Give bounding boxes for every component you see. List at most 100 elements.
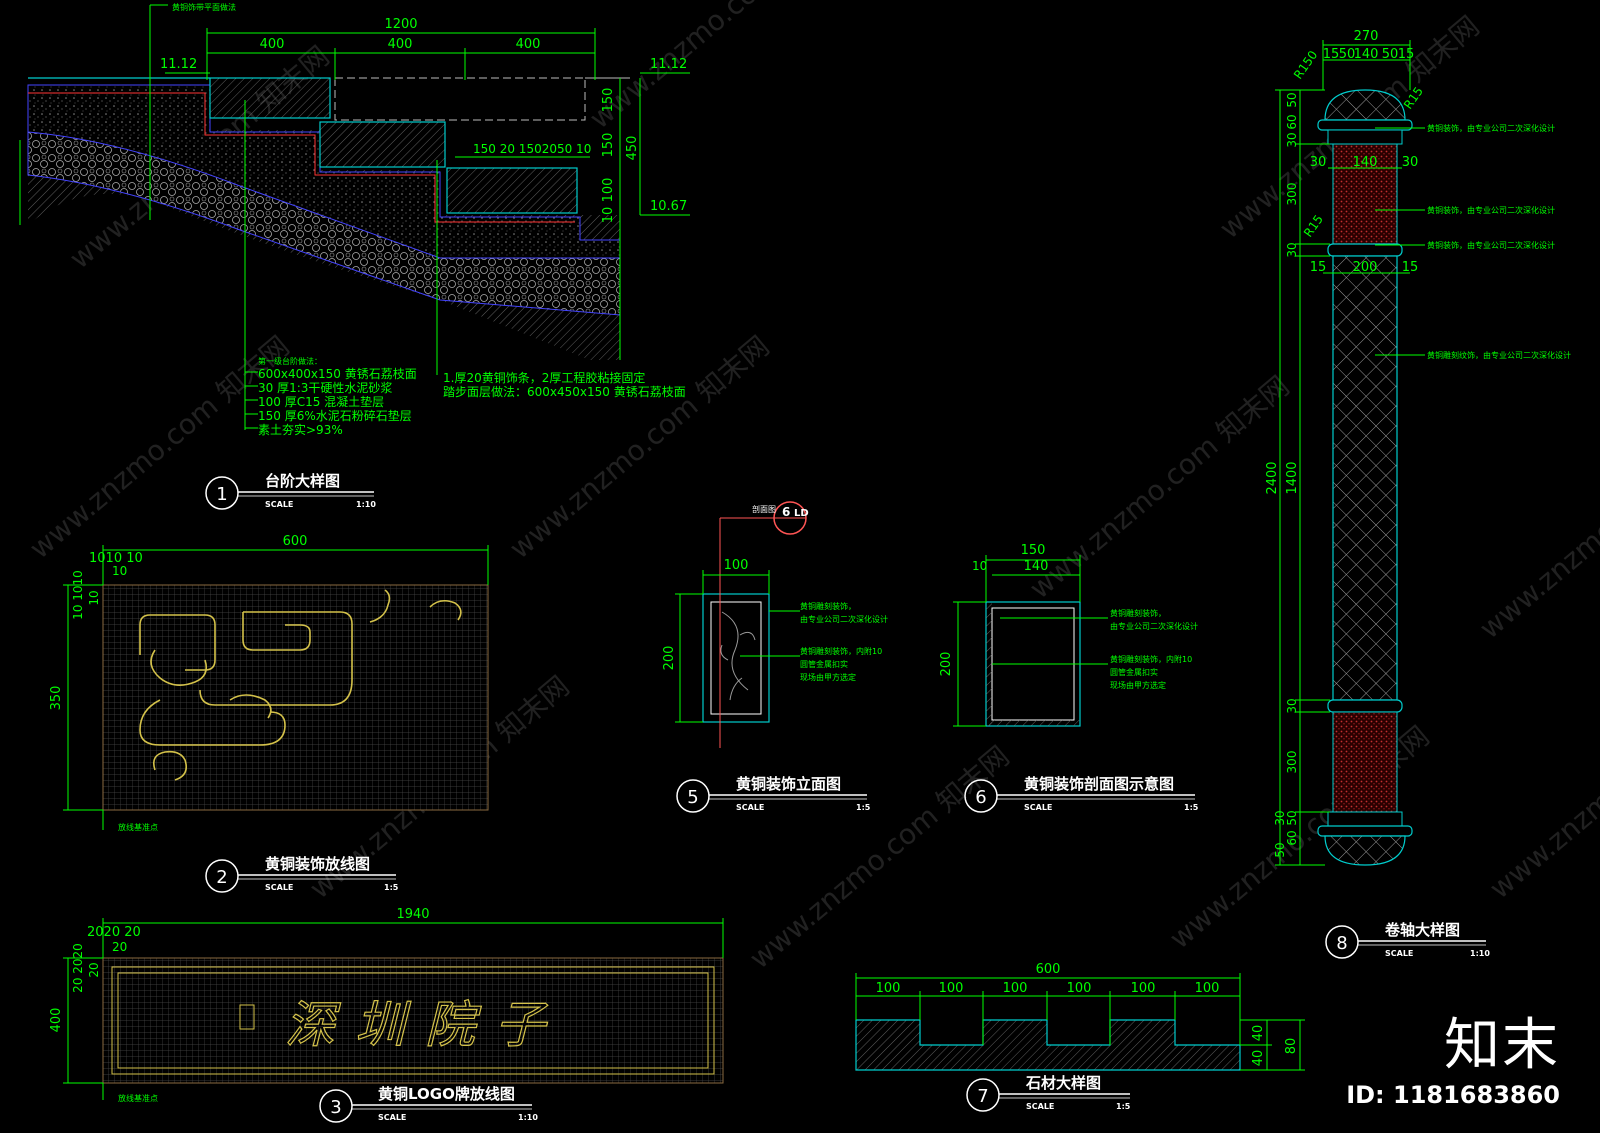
title-1-number: 1 <box>216 484 227 505</box>
title-2-scale: 1:5 <box>384 883 399 892</box>
deco-height: 350 <box>49 686 64 711</box>
brass-elevation-detail <box>675 501 807 748</box>
deco-sub-left: 10 1010 <box>71 570 85 620</box>
logo-sub-left2: 20 <box>87 962 101 977</box>
scroll-h-10: 30 <box>1273 810 1287 825</box>
title-1-scale: 1:10 <box>356 500 376 509</box>
stone-h-1: 40 <box>1251 1050 1266 1067</box>
scroll-note-3: 黄铜雕刻纹饰，由专业公司二次深化设计 <box>1427 350 1571 360</box>
sec6-width: 150 <box>1021 543 1046 558</box>
stair-dim-r4: 100 <box>601 178 616 203</box>
scroll-bottom-cap <box>1324 835 1406 866</box>
stone-h-0: 40 <box>1251 1025 1266 1042</box>
elev5-width: 100 <box>724 558 749 573</box>
scroll-note-1: 黄铜装饰，由专业公司二次深化设计 <box>1427 205 1555 215</box>
elev5-note-4: 现场由甲方选定 <box>800 672 856 682</box>
title-2-scale-label: SCALE <box>265 883 293 892</box>
sec6-height: 200 <box>939 652 954 677</box>
stair-note-5: 素土夯实>93% <box>258 422 343 437</box>
elev5-note-0: 黄铜雕刻装饰， <box>800 601 856 611</box>
title-block-6: 6 黄铜装饰剖面图示意图 SCALE 1:5 <box>964 775 1199 813</box>
scroll-h-6: 30 <box>1285 698 1299 713</box>
scroll-low-p2: 15 <box>1402 260 1419 275</box>
step-stone-1 <box>209 77 331 119</box>
deco-sub-left2: 10 <box>87 590 101 605</box>
mortar-line <box>28 92 575 223</box>
watermark-text: www.znzmo.com 知末网 <box>503 329 775 565</box>
step-dash-outline <box>334 77 586 121</box>
elev-right-top: 11.12 <box>650 57 687 72</box>
scroll-detail <box>1275 40 1425 866</box>
scroll-mid-p0: 30 <box>1310 155 1327 170</box>
stone-seg-0: 100 <box>876 981 901 996</box>
brand-badge: 知末 ID: 1181683860 <box>1346 1000 1560 1109</box>
brass-section-detail <box>953 555 1108 727</box>
scroll-h-8: 50 <box>1285 810 1299 825</box>
scroll-h-2: 60 <box>1285 114 1299 129</box>
elev5-note-3: 圆管金属扣实 <box>800 659 848 669</box>
stair-dim-r5: 10 <box>601 207 616 224</box>
scroll-h-5: 1400 <box>1285 461 1300 494</box>
logo-sub-top: 2020 20 <box>87 925 141 940</box>
stair-note-4: 150 厚6%水泥石粉碎石垫层 <box>258 408 412 423</box>
title-8-text: 卷轴大样图 <box>1384 921 1460 939</box>
logo-text: 深圳院子 <box>285 996 565 1054</box>
sec6-note-0: 黄铜雕刻装饰， <box>1110 608 1166 618</box>
title-2-text: 黄铜装饰放线图 <box>265 855 370 873</box>
elev5-section-sheet: LD <box>794 508 809 519</box>
title-8-number: 8 <box>1336 933 1347 954</box>
step-stone-2 <box>319 121 446 168</box>
scroll-note-2: 黄铜装饰，由专业公司二次深化设计 <box>1427 240 1555 250</box>
stone-h-2: 80 <box>1284 1038 1299 1055</box>
stone-profile <box>855 1019 1241 1071</box>
stone-seg-5: 100 <box>1195 981 1220 996</box>
stair-section-detail <box>19 4 690 430</box>
concrete-layer <box>27 84 621 259</box>
title-3-text: 黄铜LOGO牌放线图 <box>378 1085 515 1103</box>
stone-seg-2: 100 <box>1003 981 1028 996</box>
stair-labels: 1200 400 400 400 11.12 11.12 10.67 150 1… <box>160 2 687 437</box>
stair-dim-inner: 150 20 1502050 10 <box>473 142 591 156</box>
scroll-h-4: 30 <box>1285 242 1299 257</box>
scroll-top-p4: 15 <box>1398 47 1415 62</box>
scroll-h-9: 60 <box>1285 830 1299 845</box>
stair-dim-r2: 150 <box>601 133 616 158</box>
title-3-scale-label: SCALE <box>378 1113 406 1122</box>
scroll-low-p0: 15 <box>1310 260 1327 275</box>
title-6-number: 6 <box>975 787 986 808</box>
title-8-scale-label: SCALE <box>1385 949 1413 958</box>
brand-id: ID: 1181683860 <box>1346 1081 1560 1109</box>
elev-right-bottom: 10.67 <box>650 199 687 214</box>
title-block-5: 5 黄铜装饰立面图 SCALE 1:5 <box>676 775 871 813</box>
elev-left: 11.12 <box>160 57 197 72</box>
stair-dim-a: 400 <box>260 37 285 52</box>
scroll-total: 2400 <box>1265 461 1280 494</box>
scroll-low-p1: 200 <box>1353 260 1378 275</box>
scroll-mid-p1: 140 <box>1353 155 1378 170</box>
scroll-top-p1: 50 <box>1339 47 1356 62</box>
elev5-height: 200 <box>662 646 677 671</box>
scroll-upper-red <box>1332 143 1398 245</box>
scroll-top-width: 270 <box>1354 29 1379 44</box>
scroll-top-p0: 15 <box>1323 47 1340 62</box>
logo-labels: 深圳院子 1940 2020 20 20 400 20 2020 20 放线基准… <box>49 907 565 1103</box>
title-block-1: 1 台阶大样图 SCALE 1:10 <box>205 472 376 510</box>
cloud-pattern <box>139 589 462 781</box>
stair-dim-c: 400 <box>516 37 541 52</box>
stone-width: 600 <box>1036 962 1061 977</box>
stair-note-1: 600x400x150 黄锈石荔枝面 <box>258 366 417 381</box>
title-1-text: 台阶大样图 <box>265 472 340 490</box>
elev5-section-label: 剖面图 <box>752 504 776 514</box>
scroll-h-1: 30 <box>1285 132 1299 147</box>
stair-dim-total: 1200 <box>384 17 417 32</box>
brass-deco-labels: 600 1010 10 10 350 10 1010 10 放线基准点 <box>49 534 307 832</box>
elev5-note-1: 由专业公司二次深化设计 <box>800 614 888 624</box>
watermark-text: www.znzmo.com 知末网 <box>1483 669 1600 905</box>
stair-note-3: 100 厚C15 混凝土垫层 <box>258 394 384 409</box>
sec6-note-4: 现场由甲方选定 <box>1110 680 1166 690</box>
logo-plate-detail <box>63 918 724 1100</box>
deco-sub-top2: 10 <box>112 564 127 578</box>
brass-section-labels: 150 140 10 200 黄铜雕刻装饰， 由专业公司二次深化设计 黄铜雕刻装… <box>939 543 1198 690</box>
title-block-2: 2 黄铜装饰放线图 SCALE 1:5 <box>205 855 399 893</box>
stair-dim-r3: 450 <box>625 136 640 161</box>
